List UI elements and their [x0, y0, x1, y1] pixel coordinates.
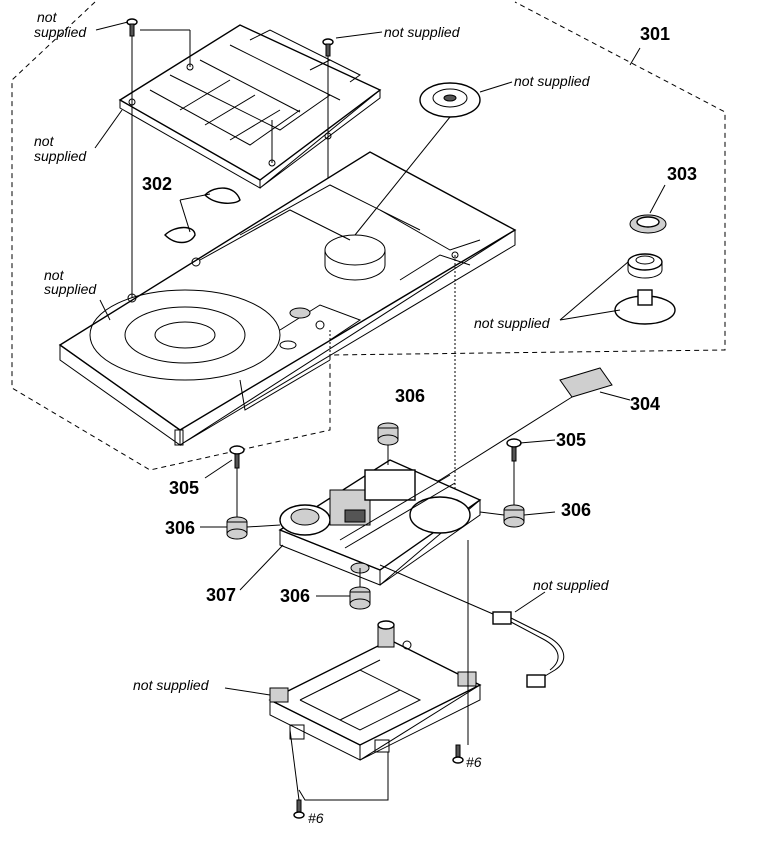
- part-number-306-left: 306: [165, 518, 195, 538]
- part-number-306-right: 306: [561, 500, 591, 520]
- part-number-301: 301: [640, 24, 670, 44]
- part-303-ring: [614, 184, 676, 325]
- screw-label-6-bottom: #6: [308, 810, 324, 826]
- wire-harness: [379, 564, 565, 688]
- screw-top-left: [126, 18, 138, 298]
- screw-6-bottom: [289, 729, 389, 819]
- main-chassis: [58, 151, 517, 446]
- label-not-supplied-4b: supplied: [34, 148, 87, 164]
- screw-label-6-right: #6: [466, 754, 482, 770]
- grommet-306-top: [377, 422, 399, 465]
- label-not-supplied-8: not supplied: [133, 677, 210, 693]
- grommet-306-left: [200, 516, 281, 540]
- part-number-303: 303: [667, 164, 697, 184]
- part-number-306-top: 306: [395, 386, 425, 406]
- screw-6-right: [452, 540, 469, 764]
- label-not-supplied-2: not supplied: [384, 24, 461, 40]
- part-number-305-right: 305: [556, 430, 586, 450]
- label-not-supplied-6: not supplied: [474, 315, 551, 331]
- part-number-307: 307: [206, 585, 236, 605]
- label-not-supplied-7: not supplied: [533, 577, 610, 593]
- part-number-305-left: 305: [169, 478, 199, 498]
- part-number-306-bottom: 306: [280, 586, 310, 606]
- top-cover-plate: [118, 24, 382, 189]
- disc-clamp: [354, 82, 481, 236]
- optical-pickup-assembly: [278, 459, 482, 590]
- label-not-supplied-3: not supplied: [514, 73, 591, 89]
- screw-305-right: [506, 438, 556, 505]
- part-number-302: 302: [142, 174, 172, 194]
- label-not-supplied-1b: supplied: [34, 24, 87, 40]
- label-not-supplied-4a: not: [34, 133, 55, 149]
- part-302-cam: [164, 187, 241, 244]
- screw-305-left: [204, 445, 245, 517]
- grommet-306-right: [479, 504, 556, 528]
- assembly-301-boundary: [11, 1, 726, 471]
- label-not-supplied-5b: supplied: [44, 281, 97, 297]
- base-bracket: [224, 620, 482, 761]
- label-not-supplied-5a: not: [44, 267, 65, 283]
- part-number-304: 304: [630, 394, 660, 414]
- label-not-supplied-1a: not: [37, 9, 58, 25]
- grommet-306-bottom: [316, 586, 371, 610]
